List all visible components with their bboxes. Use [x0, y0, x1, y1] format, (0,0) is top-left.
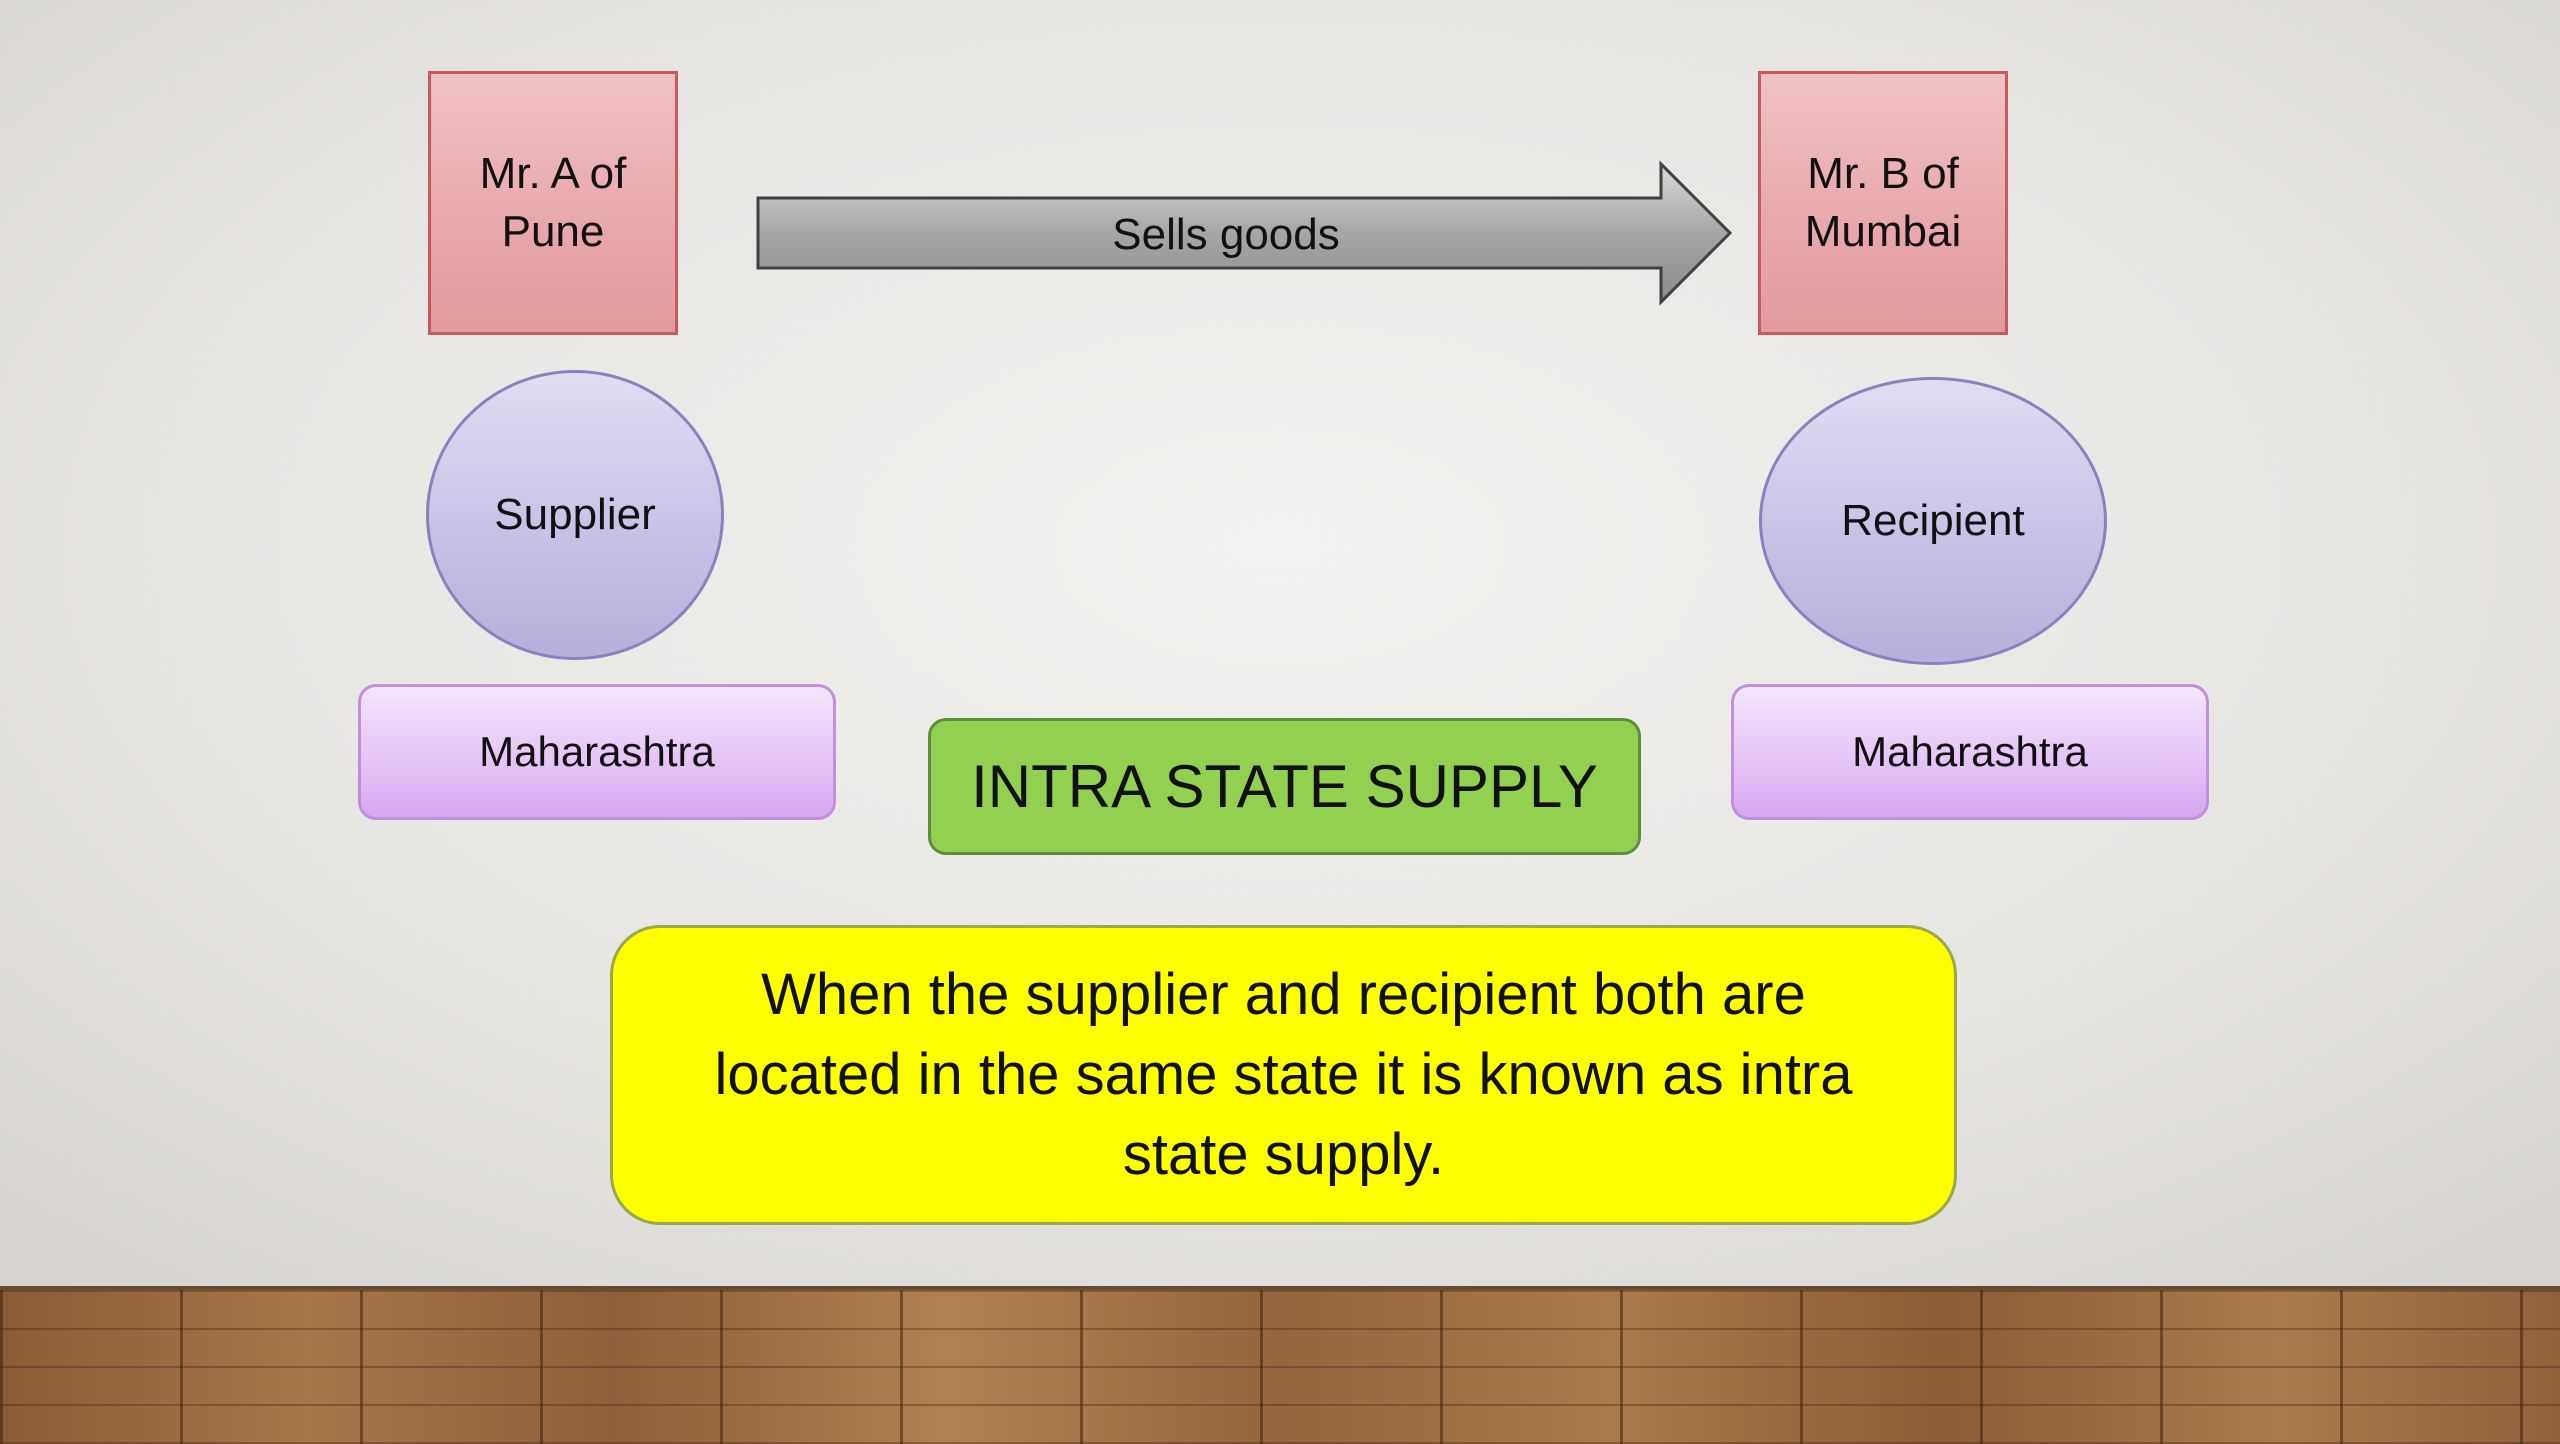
arrow-shape — [756, 160, 1733, 306]
recipient-state-box: Maharashtra — [1731, 684, 2209, 820]
sells-goods-arrow — [756, 160, 1733, 306]
supplier-party-box: Mr. A of Pune — [428, 71, 678, 335]
supplier-state-box: Maharashtra — [358, 684, 836, 820]
recipient-role-circle: Recipient — [1759, 377, 2107, 665]
supplier-role-circle: Supplier — [426, 370, 724, 660]
definition-box: When the supplier and recipient both are… — [610, 925, 1957, 1225]
wooden-floor — [0, 1286, 2560, 1444]
flow-label: Sells goods — [1112, 210, 1340, 259]
recipient-party-box: Mr. B of Mumbai — [1758, 71, 2008, 335]
supply-type-box: INTRA STATE SUPPLY — [928, 718, 1641, 855]
